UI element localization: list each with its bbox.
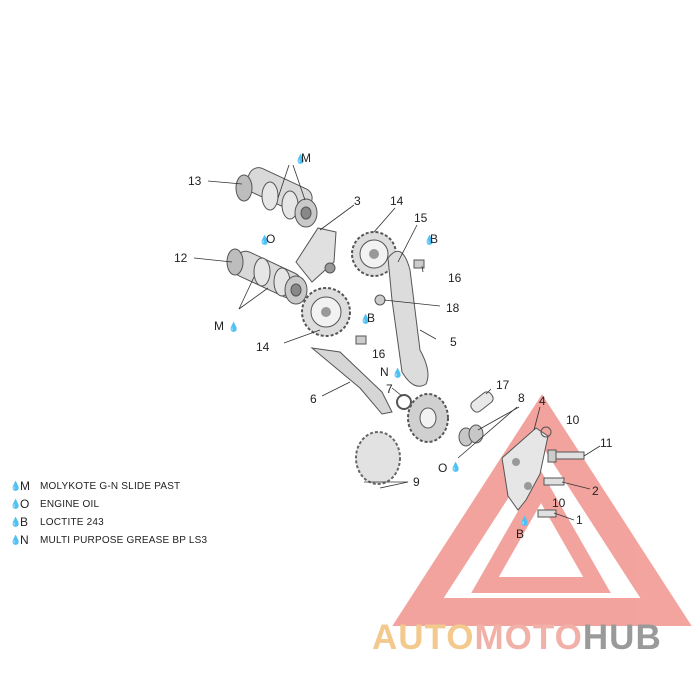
callout-18: 18 — [446, 301, 460, 315]
watermark-logo-triangle — [392, 394, 692, 626]
callout-13: 13 — [188, 174, 202, 188]
camshaft-upper — [235, 167, 318, 228]
callout-5: 5 — [450, 335, 457, 349]
drop-icon: 💧 — [259, 234, 270, 245]
watermark-logo-text: AUTOMOTOHUB — [372, 618, 662, 658]
legend-text: MULTI PURPOSE GREASE BP LS3 — [40, 534, 208, 546]
callout-16-upper: 16 — [448, 271, 462, 285]
callout-10-upper: 10 — [566, 413, 580, 427]
lube-mark-b-gear: B — [367, 311, 375, 325]
legend-row-engine-oil: 💧 O ENGINE OIL — [10, 496, 207, 512]
drop-icon: 💧 — [360, 313, 371, 324]
drop-icon: 💧 — [450, 461, 461, 472]
callout-8: 8 — [518, 391, 525, 405]
drop-icon: 💧 — [519, 515, 530, 526]
callout-3: 3 — [354, 194, 361, 208]
drop-icon: 💧 — [424, 234, 435, 245]
legend-text: ENGINE OIL — [40, 498, 100, 510]
cam-plate-3 — [295, 227, 337, 283]
legend-code: N — [20, 533, 29, 547]
legend-code: B — [20, 515, 29, 529]
legend-row-grease: 💧 N MULTI PURPOSE GREASE BP LS3 — [10, 532, 207, 548]
lube-mark-o-mid: O — [266, 232, 275, 246]
callout-14-lower: 14 — [256, 340, 270, 354]
callout-2: 2 — [592, 484, 599, 498]
callout-7: 7 — [386, 382, 393, 396]
watermark-hub: HUB — [582, 618, 662, 657]
screw-16-lower — [355, 335, 367, 345]
drop-icon: 💧 — [10, 498, 22, 509]
lubricant-legend: 💧 M MOLYKOTE G-N SLIDE PAST 💧 O ENGINE O… — [10, 478, 207, 550]
screw-18 — [374, 294, 386, 306]
callout-4: 4 — [539, 394, 546, 408]
drop-icon: 💧 — [392, 367, 403, 378]
drop-icon: 💧 — [228, 321, 239, 332]
screw-11 — [547, 449, 585, 463]
drop-icon: 💧 — [295, 153, 306, 164]
lube-markers: 💧 M 💧 O 💧 M 💧 B 💧 B 💧 N 💧 O 💧 B — [214, 151, 530, 541]
drop-icon: 💧 — [10, 534, 22, 545]
callout-17: 17 — [496, 378, 510, 392]
callout-9: 9 — [413, 475, 420, 489]
drop-icon: 💧 — [10, 480, 22, 491]
drop-icon: 💧 — [10, 516, 22, 527]
callout-10-lower: 10 — [552, 496, 566, 510]
lube-mark-m-low: M — [214, 319, 224, 333]
callout-15: 15 — [414, 211, 428, 225]
callout-11: 11 — [600, 436, 613, 450]
sprocket-lower — [301, 287, 351, 337]
timing-gear-large — [355, 393, 449, 485]
watermark-auto: AUTO — [372, 618, 475, 657]
camshaft-lower — [226, 248, 308, 305]
legend-code: O — [20, 497, 30, 511]
support-plate-4 — [501, 427, 549, 511]
screw-16-upper — [413, 259, 425, 269]
callout-12: 12 — [174, 251, 188, 265]
callout-14-upper: 14 — [390, 194, 404, 208]
chain-tensioner-guide — [387, 250, 429, 387]
callout-1: 1 — [576, 513, 583, 527]
screw-1 — [537, 509, 557, 518]
leader-lines — [193, 164, 601, 521]
lube-mark-n-guide: N — [380, 365, 389, 379]
watermark-moto: MOTO — [474, 618, 583, 657]
legend-code: M — [20, 479, 30, 493]
legend-text: LOCTITE 243 — [40, 516, 104, 528]
needle-bearings — [458, 424, 484, 447]
washer-7 — [396, 394, 412, 410]
lube-mark-m-top: M — [301, 151, 311, 165]
legend-text: MOLYKOTE G-N SLIDE PAST — [40, 480, 181, 492]
screw-2 — [543, 477, 565, 486]
legend-row-loctite: 💧 B LOCTITE 243 — [10, 514, 207, 530]
lube-mark-b-top: B — [430, 232, 438, 246]
lube-mark-o-low: O — [438, 461, 447, 475]
pin-17 — [470, 391, 494, 413]
washer-10-upper — [540, 426, 552, 438]
legend-row-molykote: 💧 M MOLYKOTE G-N SLIDE PAST — [10, 478, 207, 494]
lube-mark-b-low: B — [516, 527, 524, 541]
chain-guide-fixed — [310, 347, 393, 415]
callout-6: 6 — [310, 392, 317, 406]
callout-16-lower: 16 — [372, 347, 386, 361]
